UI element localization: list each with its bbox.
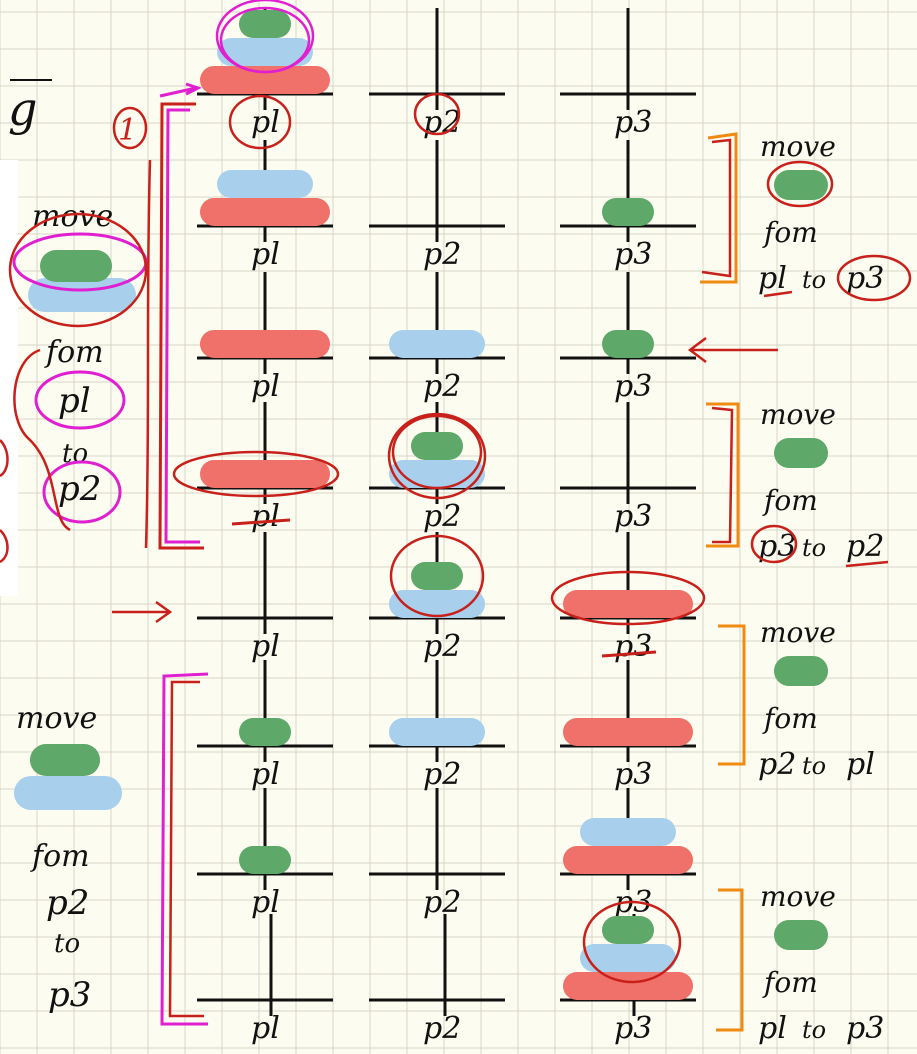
note-move-label: move [760,616,836,649]
peg-label: pl [251,757,280,792]
left-bottom-from-label: fom [30,839,90,874]
note-from-label: fom [762,702,818,735]
left-top-green-disk [40,250,112,282]
peg-label: pl [251,105,280,140]
blue-disk [580,818,676,846]
green-disk [411,432,463,460]
step-row: pl p2 p3 [197,402,696,534]
peg-label: pl [251,237,280,272]
peg-label: p2 [423,629,461,664]
row-three-arrow [690,338,778,362]
note-move-label: move [760,880,836,913]
left-bottom-green-disk [30,744,100,776]
note-from-label: fom [762,966,818,999]
hanoi-steps: pl p2 p3 pl p2 p3 pl p2 p3 pl p2 p3 pl p2 p3 pl p2 p3 pl p2… [197,8,696,1046]
orange-bracket-2 [706,404,738,546]
peg-label: p2 [423,1011,461,1046]
note-to-label: to [802,1016,826,1044]
peg-label: p3 [614,629,652,664]
note-dest-peg: p3 [846,1011,884,1046]
left-paper-strip [0,160,18,596]
green-disk [239,10,291,38]
step-row: pl p2 p3 [197,532,696,664]
red-disk [563,846,693,874]
peg-label: pl [251,369,280,404]
peg-label: pl [251,885,280,920]
left-bottom-move-label: move [16,701,97,736]
note-dest-peg: p3 [846,261,884,296]
peg-label: p3 [614,237,652,272]
red-bracket-bottom [170,682,204,1016]
red-bracket-2 [712,408,732,542]
blue-disk [217,170,313,198]
step-row: pl p2 p3 [197,272,696,404]
note-move-label: move [760,398,836,431]
peg-label: p3 [614,499,652,534]
peg-label: p2 [423,885,461,920]
note-dest-peg: p2 [846,529,884,564]
left-top-from-label: fom [44,335,104,370]
green-disk [239,718,291,746]
note-source-peg: p2 [758,747,796,782]
note-dest-peg: pl [846,747,875,782]
peg-label: p3 [614,757,652,792]
red-disk [200,330,330,358]
step-row: plp2p3 [197,788,696,920]
magenta-bracket-top [166,110,200,542]
note-move-label: move [760,130,836,163]
note-source-peg: pl [758,1011,787,1046]
peg-label: p2 [423,499,461,534]
note-green-disk [774,656,828,686]
green-disk [602,198,654,226]
corner-glyph: g [8,82,37,136]
note-green-disk [774,438,828,468]
peg-label: p3 [614,105,652,140]
note-to-label: to [802,266,826,294]
note-green-disk [774,170,828,200]
peg-label: p3 [614,1011,652,1046]
red-bracket-stroke [146,160,150,548]
blue-disk [389,718,485,746]
peg-label: p2 [423,369,461,404]
blue-disk [389,330,485,358]
red-disk [563,718,693,746]
red-disk [200,198,330,226]
peg-label: pl [251,629,280,664]
green-disk [602,916,654,944]
left-bottom-source-peg: p2 [46,883,89,923]
orange-bracket-4 [716,890,742,1030]
green-disk [239,846,291,874]
peg-label: p2 [423,757,461,792]
note-green-disk [774,920,828,950]
green-disk [411,562,463,590]
peg-label: pl [251,499,280,534]
red-disk [200,66,330,94]
red-disk [200,460,330,488]
left-bottom-to-label: to [54,929,80,959]
left-bottom-dest-peg: p3 [48,975,91,1015]
left-notes-panel: g move fom pl to p2 move fom p2 to p3 [0,80,146,1015]
note-source-peg: pl [758,261,787,296]
peg-label: p2 [423,237,461,272]
red-disk [563,590,693,618]
step-row: pl p2 p3 [197,660,696,792]
left-top-dest-peg: p2 [58,469,101,509]
note-to-label: to [802,534,826,562]
peg-label: p3 [614,369,652,404]
left-top-source-peg: pl [58,381,91,421]
row-five-arrow [112,602,170,622]
note-to-label: to [802,752,826,780]
peg-label: pl [251,1011,280,1046]
peg-underline [232,520,290,524]
left-bottom-blue-disk [14,776,122,810]
note-from-label: fom [762,216,818,249]
note-from-label: fom [762,484,818,517]
red-disk [563,972,693,1000]
green-disk [602,330,654,358]
